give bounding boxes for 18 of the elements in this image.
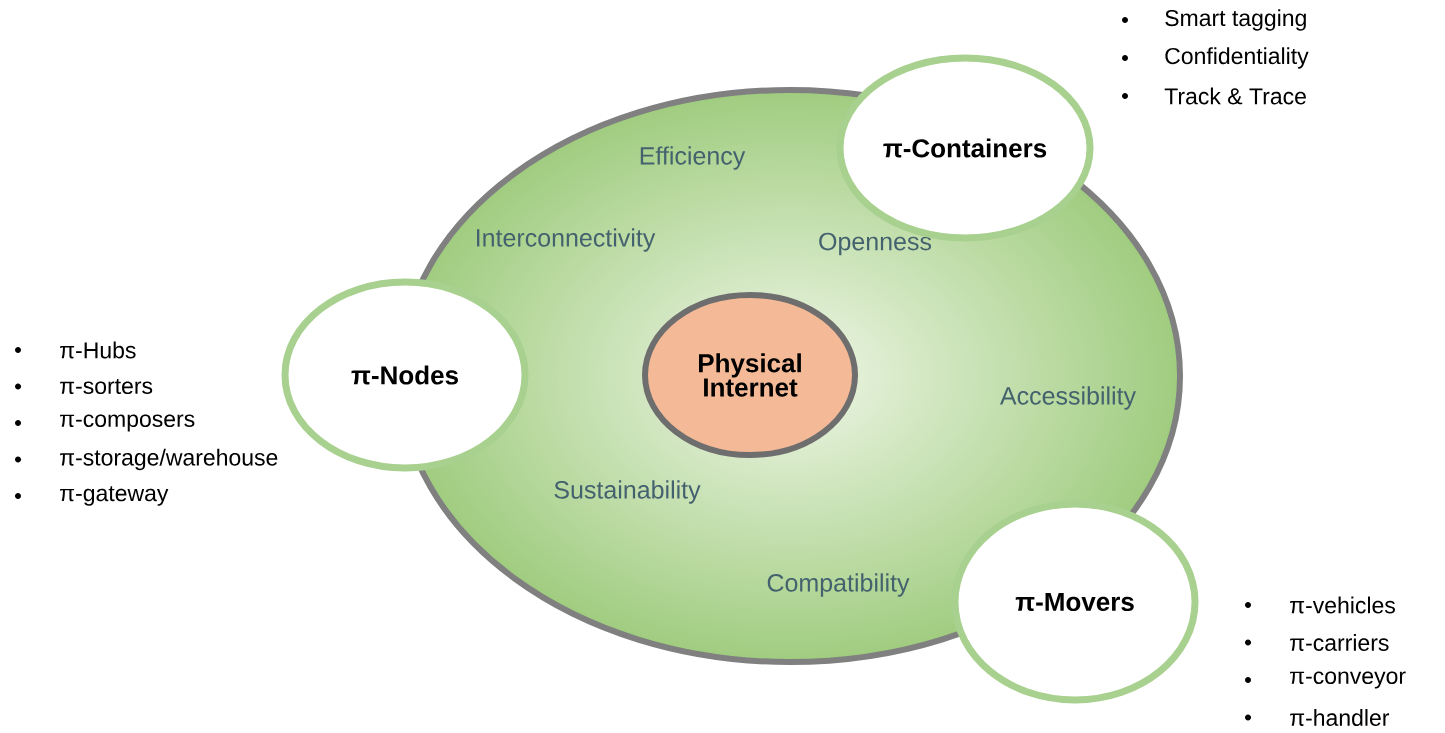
bullet-item: π-Hubs [15, 341, 136, 359]
bullet-item: π-composers [15, 414, 195, 432]
bullet-item: π-gateway [15, 486, 169, 506]
node-label: π-Movers [1015, 592, 1134, 612]
principle-label: Interconnectivity [477, 228, 656, 252]
principle-label: Sustainability [554, 480, 701, 504]
bullet-item: Track & Trace [1122, 87, 1306, 105]
bullet-item: π-carriers [1245, 634, 1389, 651]
bullet-item: π-vehicles [1245, 596, 1395, 614]
bullet-item: Confidentiality [1122, 47, 1309, 69]
bullet-item: π-sorters [15, 378, 153, 395]
bullet-item: π-storage/warehouse [15, 448, 278, 471]
bullet-item: Smart tagging [1122, 9, 1306, 31]
principle-label: Compatibility [767, 573, 910, 597]
bullet-item: π-handler [1245, 709, 1390, 726]
principle-label: Accessibility [1000, 386, 1136, 410]
principle-label: Efficiency [640, 146, 746, 170]
bullet-item: π-conveyor [1245, 671, 1406, 689]
